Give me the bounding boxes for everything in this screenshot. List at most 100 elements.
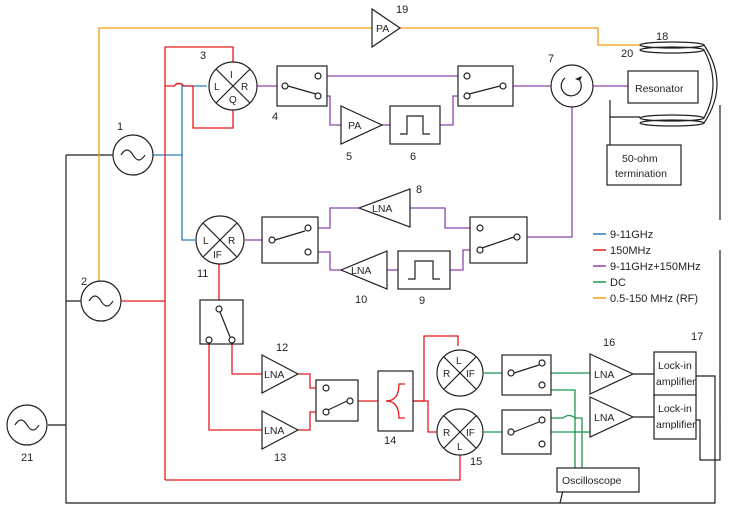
- circulator-7: 7: [548, 53, 594, 108]
- label-7: 7: [548, 53, 554, 65]
- combined-signal-wires: [245, 75, 628, 271]
- coupler-coil-18: 18 20: [621, 31, 718, 127]
- label-4: 4: [272, 111, 278, 123]
- port-l: L: [456, 356, 462, 367]
- oscillator-1: 1: [112, 121, 154, 176]
- circulator-arrow-icon: [560, 77, 582, 97]
- switch-dc-lower: [501, 409, 552, 455]
- oscilloscope-box: [556, 467, 640, 493]
- amplifier-lna-8: LNA 8: [357, 184, 422, 228]
- label-16: 16: [603, 337, 615, 349]
- port-if: IF: [213, 250, 222, 261]
- lna-label: LNA: [351, 265, 371, 277]
- label-15: 15: [470, 456, 482, 468]
- lna-label: LNA: [264, 425, 284, 437]
- label-18: 18: [656, 31, 668, 43]
- lna-label: LNA: [264, 369, 284, 381]
- lna-triangle: [589, 396, 635, 438]
- termination-box: [606, 144, 682, 186]
- bandpass-filter-6: 6: [389, 105, 441, 163]
- arrowhead: [575, 76, 582, 81]
- legend-label-5: 0.5-150 MHz (RF): [610, 293, 698, 305]
- switch-4: 4: [272, 65, 328, 123]
- filter-box: [397, 250, 451, 290]
- dc-output-wires: [484, 372, 590, 468]
- pa-label: PA: [376, 23, 389, 35]
- mixer-demod-lower-15: R IF L 15: [436, 408, 484, 468]
- rf-wires: [98, 27, 640, 288]
- resonator-box: [627, 70, 699, 104]
- label-1: 1: [117, 121, 123, 133]
- mixer-demod-upper: L R IF: [436, 349, 484, 397]
- sine-icon: [14, 419, 40, 431]
- lna-triangle: [261, 354, 300, 394]
- resonator-label: Resonator: [635, 83, 684, 95]
- lockin-line1: Lock-in: [658, 360, 692, 372]
- amplifier-lna-lower: LNA: [589, 396, 635, 438]
- port-q: Q: [229, 95, 237, 106]
- label-21: 21: [21, 452, 33, 464]
- label-2: 2: [81, 276, 87, 288]
- label-17: 17: [691, 331, 703, 343]
- lockin-amplifier-17: Lock-in amplifier 17: [653, 331, 703, 397]
- switch-input-lower: [261, 216, 319, 264]
- termination-50-ohm: 50-ohm termination: [606, 144, 682, 186]
- lna-triangle: [357, 188, 411, 228]
- port-r: R: [241, 82, 248, 93]
- amplifier-lna-13: LNA 13: [261, 410, 300, 464]
- switch-dc-upper: [501, 354, 552, 396]
- label-8: 8: [416, 184, 422, 196]
- port-l: L: [203, 236, 209, 247]
- amplifier-pa-5: PA 5: [340, 105, 384, 163]
- lockin-line2: amplifier: [656, 419, 696, 431]
- legend-label-3: 9-11GHz+150MHz: [610, 261, 701, 273]
- microwave-wires: [153, 85, 207, 241]
- termination-line1: 50-ohm: [622, 153, 658, 165]
- label-19: 19: [396, 4, 408, 16]
- lna-label: LNA: [594, 412, 614, 424]
- amplifier-lna-16: LNA 16: [589, 337, 635, 395]
- pulse-icon: [408, 260, 440, 280]
- lockin-box: [653, 351, 697, 397]
- pa-triangle: [371, 7, 402, 49]
- oscilloscope-label: Oscilloscope: [562, 475, 622, 487]
- label-10: 10: [355, 294, 367, 306]
- if-150mhz-wires: [121, 46, 461, 481]
- label-5: 5: [346, 151, 352, 163]
- oscilloscope: Oscilloscope: [556, 467, 640, 493]
- sine-icon: [120, 149, 146, 161]
- pulse-icon: [400, 115, 430, 135]
- label-6: 6: [410, 151, 416, 163]
- power-splitter-14: 14: [377, 370, 414, 447]
- label-20: 20: [621, 48, 633, 60]
- bandpass-filter-9: 9: [397, 250, 451, 307]
- port-if: IF: [466, 369, 475, 380]
- lockin-line1: Lock-in: [658, 403, 692, 415]
- circulator-circle: [550, 64, 594, 108]
- port-if: IF: [466, 428, 475, 439]
- pa-label: PA: [348, 120, 361, 132]
- lna-triangle: [261, 410, 300, 450]
- switch-if: [199, 299, 244, 345]
- port-r: R: [443, 369, 450, 380]
- iq-mixer-3: I L R Q 3: [200, 50, 258, 111]
- legend-label-4: DC: [610, 277, 626, 289]
- label-3: 3: [200, 50, 206, 62]
- switch-output-upper: [457, 65, 514, 107]
- legend: 9-11GHz 150MHz 9-11GHz+150MHz DC 0.5-150…: [593, 229, 701, 305]
- label-9: 9: [419, 295, 425, 307]
- splitter-box: [377, 370, 414, 432]
- amplifier-lna-12: LNA 12: [261, 342, 300, 394]
- port-l: L: [214, 82, 220, 93]
- mixer-11: L R IF 11: [195, 215, 245, 280]
- label-12: 12: [276, 342, 288, 354]
- label-13: 13: [274, 452, 286, 464]
- legend-label-2: 150MHz: [610, 245, 651, 257]
- port-i: I: [230, 70, 233, 81]
- legend-label-1: 9-11GHz: [610, 229, 653, 241]
- dc-bus-wires: [48, 105, 721, 504]
- termination-line2: termination: [615, 168, 667, 180]
- switch-lna-select: [315, 379, 359, 422]
- resonator: Resonator: [627, 70, 699, 104]
